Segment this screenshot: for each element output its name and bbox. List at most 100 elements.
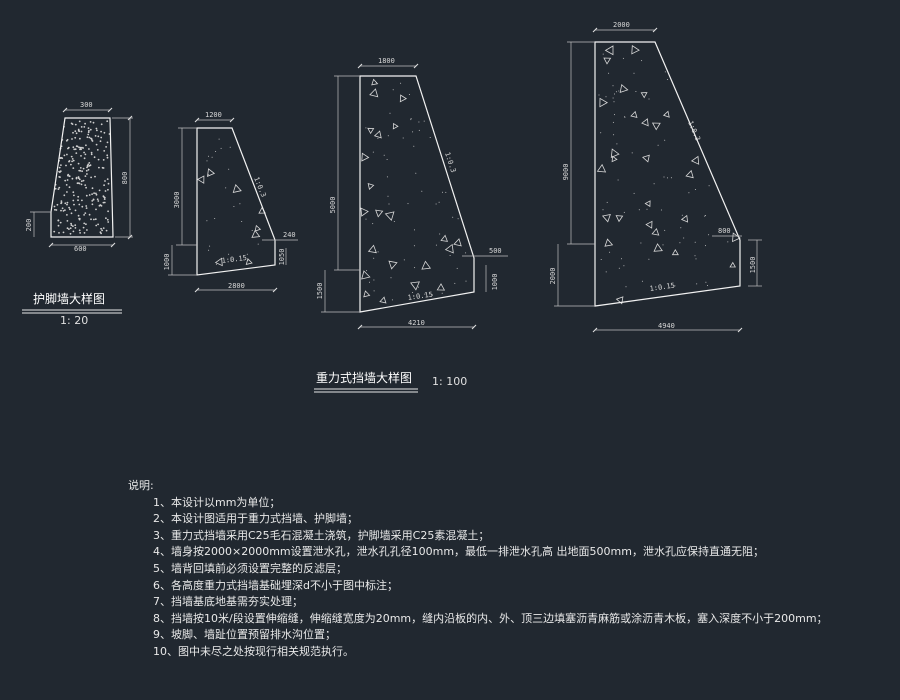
hatch-triangle [361,270,371,280]
hatch-dot [87,133,90,136]
note-item: 6、各高度重力式挡墙基础埋深d不小于图中标注； [153,578,398,592]
hatch-dot [63,194,66,197]
hatch-dot [107,210,109,213]
notes-heading: 说明: [128,479,154,492]
hatch-dot [86,173,88,175]
hatch-dot [82,226,85,229]
hatch-dot [635,91,637,92]
hatch-dot [69,232,72,235]
hatch-dot [107,221,110,223]
hatch-dot [104,180,106,182]
gravity-wall-large: 2000 9000 2000 800 1500 4940 1:0.3 1:0.1… [549,21,762,333]
hatch-dot [99,140,102,143]
hatch-triangle [453,238,462,247]
hatch-dot [206,220,208,222]
wall2-slope: 1:0.3 [443,151,457,174]
hatch-triangle [363,290,371,298]
hatch-dot [72,230,75,233]
hatch-dot [64,202,67,205]
wall3-dim-height: 9000 [562,164,570,181]
hatch-dot [215,151,217,152]
hatch-triangle [596,163,607,173]
hatch-dot [646,208,648,210]
hatch-dot [68,160,71,162]
hatch-dot [602,53,604,55]
hatch-dot [377,137,379,139]
hatch-triangle [631,44,640,55]
hatch-dot [84,122,86,125]
hatch-dot [79,137,81,140]
hatch-triangle [603,57,612,65]
hatch-dot [66,203,68,206]
hatch-dot [84,175,87,178]
hatch-dot [54,187,57,190]
hatch-dot [64,209,66,212]
hatch-dot [70,163,72,166]
wall1-base-slope: 1:0.15 [221,254,247,265]
hatch-dot [100,130,102,133]
hatch-triangle [392,122,399,130]
toe-wall-title: 护脚墙大样图 [33,291,105,306]
hatch-dot [68,175,71,178]
hatch-dot [391,299,393,301]
wall3-outline [594,41,741,307]
wall2-dim-base: 4210 [408,319,425,327]
hatch-dot [602,209,604,211]
hatch-dot [81,205,84,208]
hatch-dot [66,179,69,181]
hatch-dot [211,156,213,158]
hatch-dot [87,163,90,166]
hatch-dot [91,200,94,202]
wall3-dim-base: 4940 [658,322,675,330]
hatch-dot [68,206,70,209]
hatch-dot [609,251,611,253]
hatch-dot [94,175,96,178]
hatch-dot [74,148,77,151]
hatch-dot [102,195,105,198]
hatch-dot [707,285,708,286]
hatch-triangle [251,229,261,238]
hatch-dot [653,183,655,185]
hatch-dot [415,172,417,174]
hatch-triangle [610,148,620,159]
note-item: 4、墙身按2000×2000mm设置泄水孔，泄水孔孔径100mm，最低一排泄水孔… [153,545,764,559]
hatch-dot [85,144,87,147]
hatch-dot [215,263,217,265]
hatch-dot [441,292,443,294]
hatch-dot [90,176,92,179]
hatch-dot [101,229,103,232]
hatch-dot [72,146,75,149]
hatch-dot [95,143,98,146]
wall2-dim-toe-height: 1500 [316,283,324,300]
hatch-dot [69,208,71,211]
hatch-dot [641,60,643,62]
hatch-dot [82,147,84,149]
hatch-dot [67,147,69,150]
hatch-dot [95,224,98,227]
hatch-dot [83,151,85,154]
hatch-dot [97,135,100,138]
hatch-dot [77,129,80,132]
hatch-dot [708,185,710,187]
hatch-dot [56,203,59,206]
hatch-dot [407,203,409,205]
hatch-dot [457,218,459,220]
hatch-dot [92,198,95,201]
hatch-dot [96,198,99,201]
hatch-dot [100,123,103,126]
gravity-wall-medium: 1800 5000 1500 500 1000 4210 1:0.3 1:0.1… [316,57,508,330]
hatch-dot [60,200,63,203]
hatch-dot [85,205,88,207]
hatch-dot [618,267,620,269]
hatch-dot [66,153,68,156]
hatch-dot [616,143,618,145]
hatch-triangle [196,175,205,184]
hatch-dot [418,129,420,131]
hatch-triangle [232,184,242,193]
note-item: 1、本设计以mm为单位； [153,495,281,509]
hatch-dot [660,209,662,211]
hatch-dot [80,126,83,128]
hatch-dot [100,136,103,139]
hatch-dot [88,136,91,139]
